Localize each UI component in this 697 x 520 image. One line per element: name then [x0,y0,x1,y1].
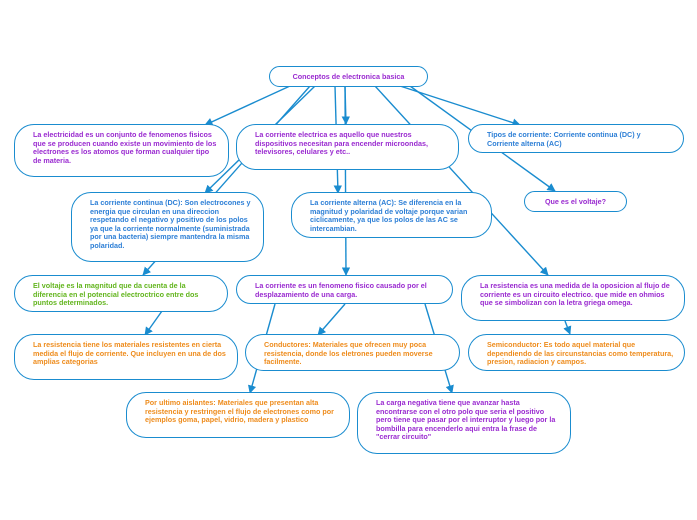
node-aislantes[interactable]: Por ultimo aislantes: Materiales que pre… [126,392,350,438]
node-electricidad[interactable]: La electricidad es un conjunto de fenome… [14,124,229,177]
node-corriente-alterna[interactable]: La corriente alterna (AC): Se diferencia… [291,192,492,238]
node-voltaje[interactable]: El voltaje es la magnitud que da cuenta … [14,275,228,312]
node-resistencia-materiales[interactable]: La resistencia tiene los materiales resi… [14,334,238,380]
node-resistencia-medida[interactable]: La resistencia es una medida de la oposi… [461,275,685,321]
node-conductores[interactable]: Conductores: Materiales que ofrecen muy … [245,334,460,371]
link-voltaje-resistencia-materiales [144,310,163,336]
link-root-resistencia [374,85,549,276]
node-corriente-continua[interactable]: La corriente continua (DC): Son electroc… [71,192,264,262]
root-node[interactable]: Conceptos de electronica basica [269,66,428,87]
link-fenomeno-conductores [317,303,346,336]
link-root-fenomeno [341,85,351,276]
node-tipos-corriente[interactable]: Tipos de corriente: Corriente continua (… [468,124,684,153]
node-voltaje-pregunta[interactable]: Que es el voltaje? [524,191,627,212]
link-resistencia-semiconductor [563,320,572,335]
node-carga-negativa[interactable]: La carga negativa tiene que avanzar hast… [357,392,571,454]
link-root-electricidad [204,85,291,126]
node-semiconductor[interactable]: Semiconductor: Es todo aquel material qu… [468,334,685,371]
node-fenomeno-fisico[interactable]: La corriente es un fenomeno fisico causa… [236,275,453,304]
node-corriente-electrica[interactable]: La corriente electrica es aquello que nu… [236,124,459,170]
